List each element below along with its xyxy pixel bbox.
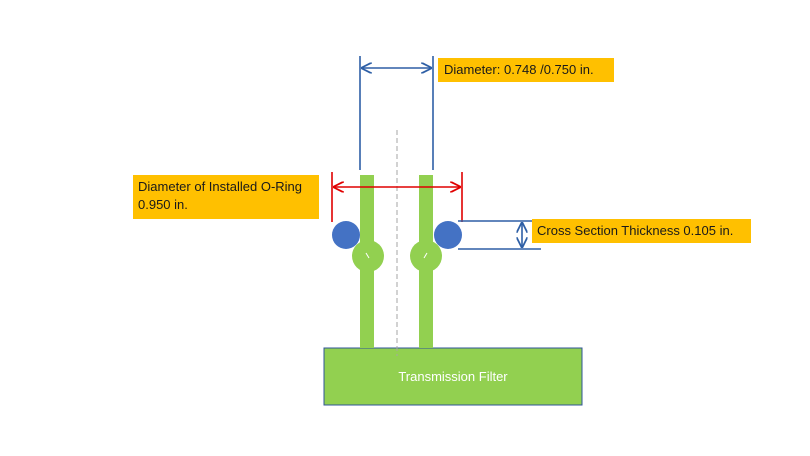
left-boss-notch xyxy=(365,252,370,259)
right-boss-notch xyxy=(423,252,428,259)
right-tube-wall xyxy=(419,175,433,348)
cross-section-label: Cross Section Thickness 0.105 in. xyxy=(532,219,751,243)
right-oring xyxy=(434,221,462,249)
installed-label-line2: 0.950 in. xyxy=(138,197,188,212)
left-tube-wall xyxy=(360,175,374,348)
transmission-filter-body xyxy=(323,347,583,406)
left-oring xyxy=(332,221,360,249)
transmission-filter-label: Transmission Filter xyxy=(398,369,508,384)
installed-oring-diameter-label: Diameter of Installed O-Ring 0.950 in. xyxy=(133,175,319,219)
installed-label-line1: Diameter of Installed O-Ring xyxy=(138,179,303,194)
diameter-label: Diameter: 0.748 /0.750 in. xyxy=(438,58,614,82)
